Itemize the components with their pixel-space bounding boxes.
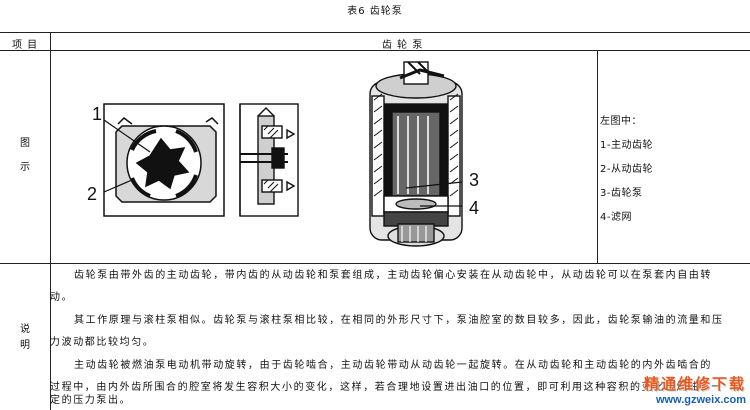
watermark-url: www.gzweix.com: [655, 394, 746, 406]
header-title: 齿 轮 泵: [382, 40, 424, 51]
callout-2: 2: [87, 184, 98, 204]
watermark: 精通维修下载 www.gzweix.com: [644, 373, 746, 406]
desc-line: 齿轮泵由带外齿的主动齿轮，带内齿的从动齿轮和泵套组成，主动齿轮偏心安装在从动齿轮…: [74, 270, 712, 281]
legend-item: 4-滤网: [600, 212, 632, 223]
legend-title: 左图中：: [600, 116, 642, 127]
figure-row-label: 图 示: [20, 138, 31, 173]
desc-line: 力波动都比较均匀。: [50, 337, 155, 348]
table-caption: 表6 齿轮泵: [347, 6, 403, 17]
legend-item: 2-从动齿轮: [600, 164, 653, 175]
callout-1: 1: [92, 104, 103, 124]
callout-4: 4: [469, 198, 480, 218]
desc-line: 定的压力泵出。: [50, 395, 132, 406]
desc-line: 过程中，由内外齿所围合的腔室将发生容积大小的变化，这样，若合理地设置进出油口的位…: [50, 382, 723, 393]
front-view-drawing: [103, 103, 225, 217]
side-view-drawing: [239, 103, 299, 217]
desc-line: 其工作原理与滚柱泵相似。齿轮泵与滚柱泵相比较，在相同的外形尺寸下，泵油腔室的数目…: [74, 315, 724, 326]
description-row-label: 说 明: [20, 324, 31, 351]
watermark-title: 精通维修下载: [643, 375, 746, 393]
desc-line: 主动齿轮被燃油泵电动机带动旋转，由于齿轮啮合，主动齿轮带动从动齿轮一起旋转。在从…: [74, 360, 712, 371]
legend-divider: [597, 50, 598, 263]
legend-item: 3-齿轮泵: [600, 188, 643, 199]
legend-item: 1-主动齿轮: [600, 140, 653, 151]
header-item-label: 项 目: [12, 40, 39, 51]
desc-line: 动。: [50, 292, 74, 303]
leader-lines: [103, 119, 151, 193]
callout-3: 3: [469, 170, 480, 190]
description-body: 齿轮泵由带外齿的主动齿轮，带内齿的从动齿轮和泵套组成，主动齿轮偏心安装在从动齿轮…: [50, 269, 750, 407]
table-top-border: [0, 32, 750, 33]
header-bottom-border: [0, 50, 750, 51]
figure-legend: 左图中： 1-主动齿轮 2-从动齿轮 3-齿轮泵 4-滤网: [600, 112, 653, 232]
column-divider: [50, 32, 51, 410]
cutaway-drawing: [369, 61, 463, 247]
figure-row-bottom-border: [0, 263, 750, 264]
